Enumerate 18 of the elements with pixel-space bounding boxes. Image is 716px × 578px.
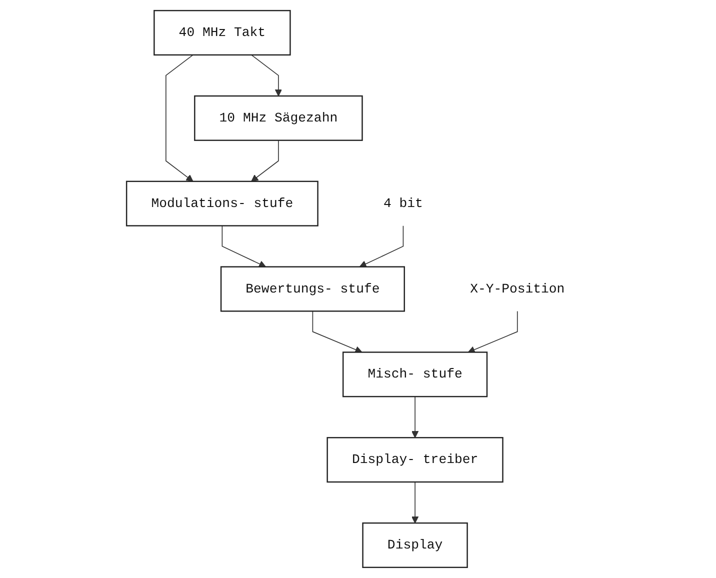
arrow — [222, 225, 266, 268]
node-box: 40 MHz Takt — [154, 10, 291, 56]
arrow — [166, 54, 194, 182]
node-box: Misch- stufe — [342, 352, 488, 398]
arrow — [411, 482, 419, 524]
arrow — [251, 140, 279, 182]
node-text: X-Y-Position — [470, 282, 565, 296]
arrow — [411, 396, 419, 438]
node-box: Modulations- stufe — [126, 180, 318, 226]
node-box: 10 MHz Sägezahn — [194, 95, 363, 141]
arrow — [312, 310, 362, 354]
node-box: Display- treiber — [326, 437, 504, 483]
node-box: Bewertungs- stufe — [220, 266, 406, 312]
arrow — [359, 225, 404, 268]
node-text: 4 bit — [384, 196, 423, 211]
arrow — [251, 54, 282, 96]
node-box: Display — [362, 522, 468, 568]
arrow — [468, 310, 518, 354]
